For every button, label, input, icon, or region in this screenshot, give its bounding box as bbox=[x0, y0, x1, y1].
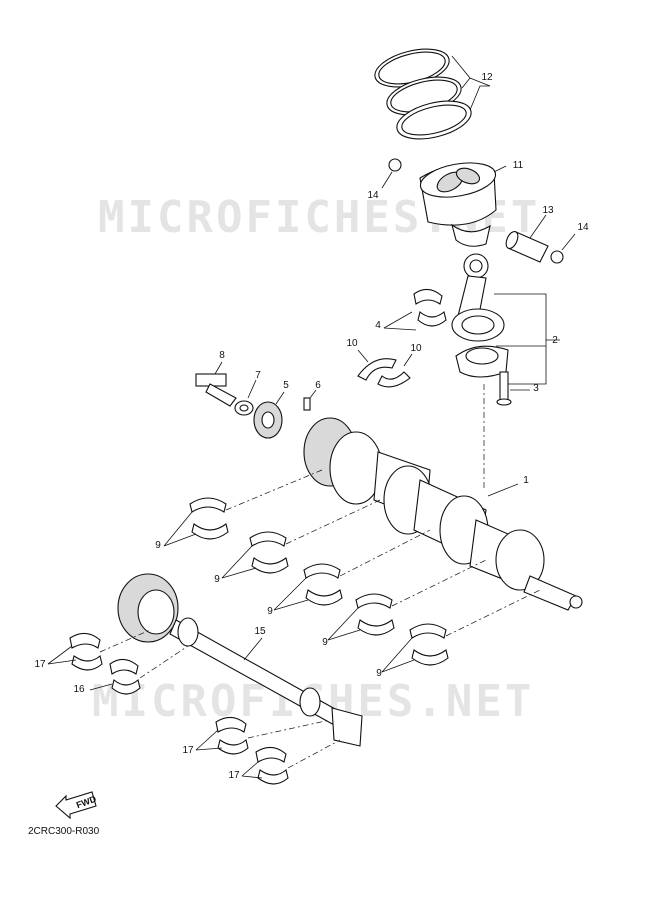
crankshaft bbox=[303, 417, 583, 611]
rod-bearings bbox=[383, 288, 447, 331]
callout-17a: 17 bbox=[34, 659, 46, 670]
callout-2: 2 bbox=[552, 335, 558, 346]
callout-10a: 10 bbox=[346, 338, 358, 349]
balancer-bearings bbox=[47, 632, 289, 785]
callout-13: 13 bbox=[542, 205, 554, 216]
callout-9e: 9 bbox=[376, 668, 382, 679]
callout-9a: 9 bbox=[155, 540, 161, 551]
callout-7: 7 bbox=[255, 370, 261, 381]
connecting-rod bbox=[451, 253, 509, 378]
piston bbox=[419, 162, 507, 247]
callout-14a: 14 bbox=[367, 190, 379, 201]
diagram-code: 2CRC300-R030 bbox=[28, 826, 100, 837]
callout-16: 16 bbox=[73, 684, 85, 695]
callout-9d: 9 bbox=[322, 637, 328, 648]
callout-14b: 14 bbox=[577, 222, 589, 233]
callout-15: 15 bbox=[254, 626, 266, 637]
circlip-right bbox=[550, 250, 564, 264]
callout-3: 3 bbox=[533, 383, 539, 394]
callout-17c: 17 bbox=[228, 770, 240, 781]
callout-11: 11 bbox=[512, 160, 524, 171]
callout-17b: 17 bbox=[182, 745, 194, 756]
callout-9b: 9 bbox=[214, 574, 220, 585]
stud-bolt bbox=[195, 361, 237, 407]
callout-4: 4 bbox=[375, 320, 381, 331]
piston-rings bbox=[374, 48, 491, 140]
callout-6: 6 bbox=[315, 380, 321, 391]
callout-9c: 9 bbox=[267, 606, 273, 617]
balancer-shaft bbox=[117, 573, 363, 747]
timing-gear bbox=[253, 391, 285, 439]
rod-bolt bbox=[496, 346, 547, 406]
woodruff-key bbox=[303, 397, 311, 411]
callout-8: 8 bbox=[219, 350, 225, 361]
callout-12: 12 bbox=[481, 72, 493, 83]
callout-10b: 10 bbox=[410, 343, 422, 354]
main-bearings bbox=[163, 497, 449, 673]
piston-pin bbox=[505, 214, 549, 263]
callout-1: 1 bbox=[523, 475, 529, 486]
callout-5: 5 bbox=[283, 380, 289, 391]
thrust-washers bbox=[357, 349, 413, 388]
fwd-arrow-icon bbox=[55, 791, 97, 820]
circlip-left bbox=[388, 158, 402, 172]
